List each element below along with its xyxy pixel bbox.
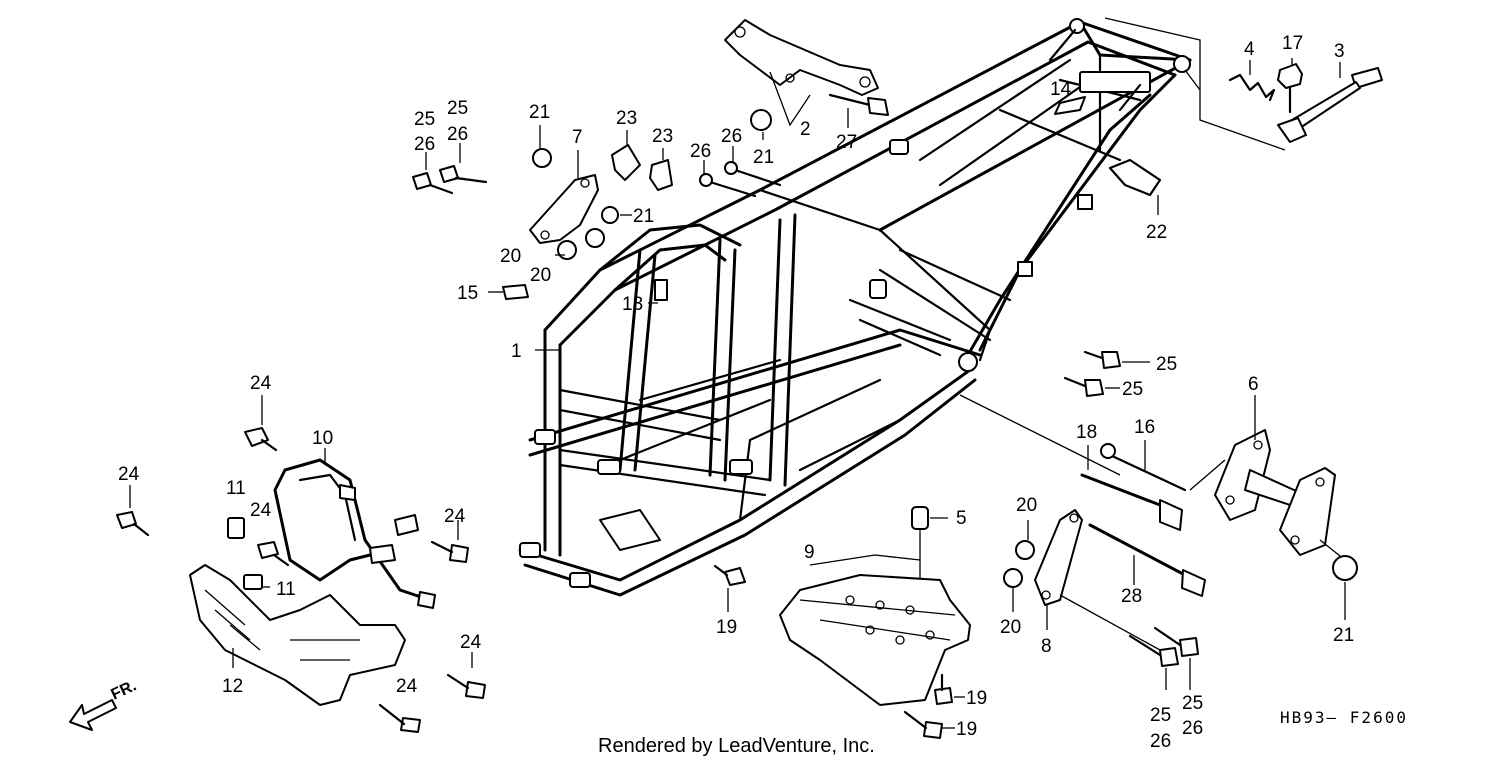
callout-6: 6 bbox=[1248, 374, 1259, 395]
callout-24d: 24 bbox=[444, 506, 466, 527]
callout-24b: 24 bbox=[118, 464, 140, 485]
part-6-plate bbox=[1189, 395, 1346, 561]
callout-8: 8 bbox=[1041, 636, 1052, 657]
callout-22: 22 bbox=[1146, 222, 1167, 243]
callout-13: 13 bbox=[622, 294, 643, 315]
part-17-bolt bbox=[1277, 58, 1303, 114]
callout-24f: 24 bbox=[396, 676, 418, 697]
callout-26c: 26 bbox=[690, 141, 711, 162]
callout-20c: 20 bbox=[1016, 495, 1037, 516]
callout-26f: 26 bbox=[1182, 718, 1203, 739]
callout-5: 5 bbox=[956, 508, 967, 529]
callout-26b: 26 bbox=[414, 134, 435, 155]
callout-10: 10 bbox=[312, 428, 333, 449]
callout-24a: 24 bbox=[250, 373, 272, 394]
part-3-lever bbox=[1277, 62, 1383, 143]
callout-25e: 25 bbox=[1150, 705, 1171, 726]
part-7-bracket bbox=[529, 150, 599, 244]
main-frame bbox=[518, 18, 1192, 597]
callout-25c: 25 bbox=[1156, 354, 1177, 375]
callout-23a: 23 bbox=[616, 108, 637, 129]
callout-7: 7 bbox=[572, 127, 583, 148]
callout-19a: 19 bbox=[716, 617, 737, 638]
callout-20a: 20 bbox=[500, 246, 521, 267]
callout-21b: 21 bbox=[753, 147, 774, 168]
callout-21a: 21 bbox=[529, 102, 550, 123]
part-12-skid-guard bbox=[189, 564, 406, 706]
callout-21d: 21 bbox=[1333, 625, 1354, 646]
callout-23b: 23 bbox=[652, 126, 673, 147]
callout-16: 16 bbox=[1134, 417, 1155, 438]
callout-25d: 25 bbox=[1122, 379, 1143, 400]
front-direction-arrow: FR. bbox=[69, 677, 140, 731]
callout-25a: 25 bbox=[447, 98, 468, 119]
part-2-bracket bbox=[724, 19, 879, 127]
callout-24c: 24 bbox=[250, 500, 272, 521]
callout-19c: 19 bbox=[956, 719, 977, 740]
callout-25f: 25 bbox=[1182, 693, 1203, 714]
callout-21c: 21 bbox=[633, 206, 654, 227]
diagram-code: HB93– F2600 bbox=[1280, 708, 1408, 727]
callout-15: 15 bbox=[457, 283, 478, 304]
callout-11a: 11 bbox=[226, 478, 246, 499]
callout-4: 4 bbox=[1244, 39, 1255, 60]
callout-26a: 26 bbox=[447, 124, 468, 145]
credit-text: Rendered by LeadVenture, Inc. bbox=[598, 735, 875, 757]
callout-numbers: 1 2 3 4 5 6 7 8 9 10 11 11 12 13 14 15 1… bbox=[118, 33, 1354, 752]
callout-20b: 20 bbox=[530, 265, 551, 286]
callout-2: 2 bbox=[800, 119, 811, 140]
callout-11b: 11 bbox=[276, 579, 296, 600]
callout-14: 14 bbox=[1050, 79, 1072, 100]
callout-26e: 26 bbox=[1150, 731, 1171, 752]
part-10-guard bbox=[273, 448, 436, 609]
callout-17: 17 bbox=[1282, 33, 1303, 54]
callout-24e: 24 bbox=[460, 632, 482, 653]
callout-18: 18 bbox=[1076, 422, 1097, 443]
part-4-spring bbox=[1228, 60, 1276, 102]
fasteners bbox=[116, 93, 1358, 739]
callout-12: 12 bbox=[222, 676, 243, 697]
callout-20d: 20 bbox=[1000, 617, 1021, 638]
callout-3: 3 bbox=[1334, 41, 1345, 62]
callout-27: 27 bbox=[836, 132, 857, 153]
callout-9: 9 bbox=[804, 542, 815, 563]
part-9-skid-plate bbox=[779, 554, 971, 706]
callout-28: 28 bbox=[1121, 586, 1142, 607]
callout-25b: 25 bbox=[414, 109, 435, 130]
callout-1: 1 bbox=[511, 341, 522, 362]
part-8-bracket bbox=[1034, 509, 1161, 651]
fr-label: FR. bbox=[109, 677, 140, 703]
callout-26d: 26 bbox=[721, 126, 742, 147]
callout-19b: 19 bbox=[966, 688, 987, 709]
